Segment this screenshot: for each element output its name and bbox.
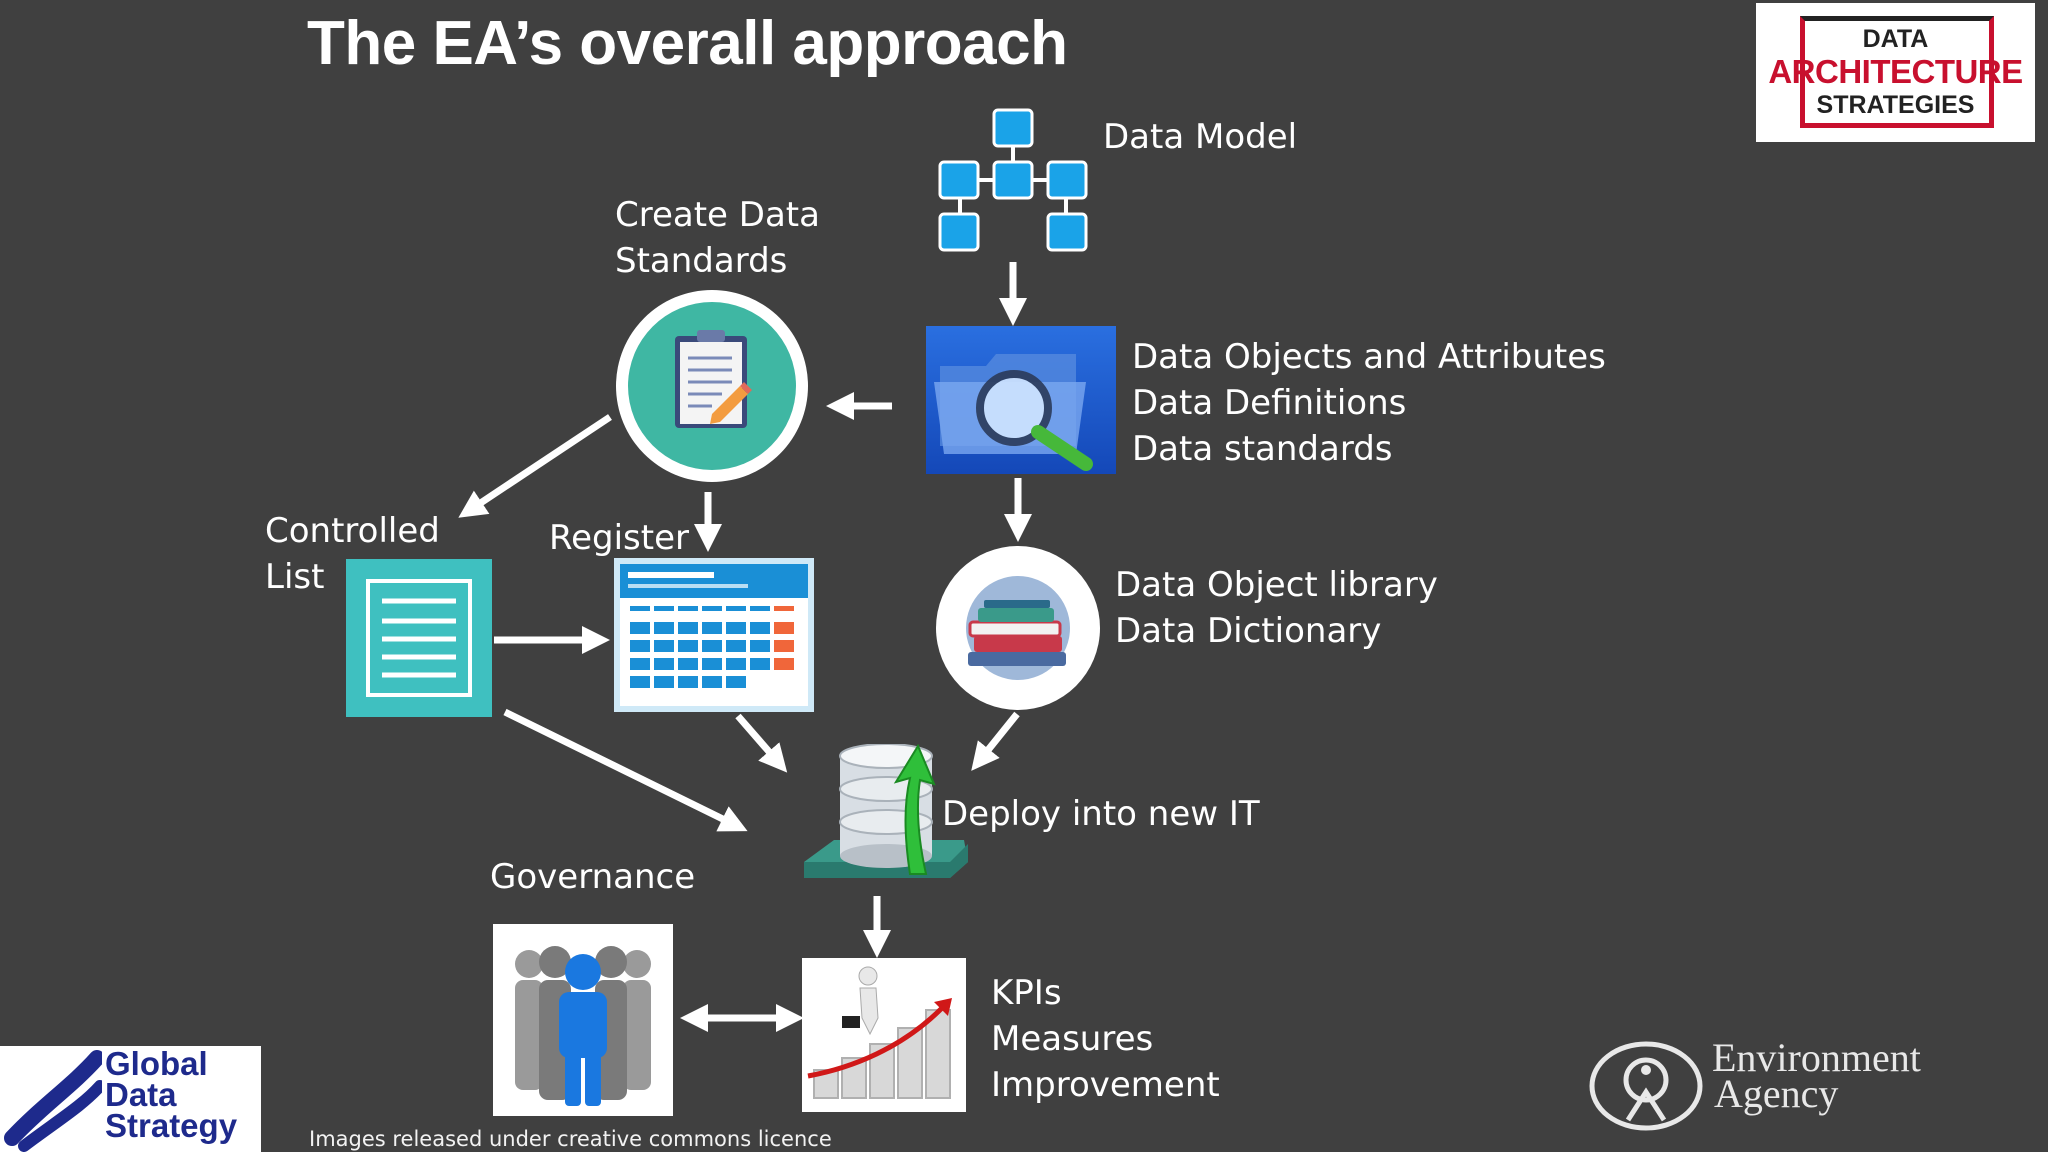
arrow-controlled-list-to-deploy xyxy=(503,708,748,832)
clipboard-icon xyxy=(612,286,812,490)
growth-chart-icon xyxy=(802,958,966,1116)
gds-logo-line-1: Global xyxy=(105,1045,208,1082)
people-group-icon xyxy=(493,924,673,1120)
data-architecture-strategies-logo: DATA ARCHITECTURE STRATEGIES xyxy=(1756,3,2035,142)
register-label: Register xyxy=(549,518,689,558)
das-logo-line-3: STRATEGIES xyxy=(1816,91,1975,119)
data-library-label: Data Object library Data Dictionary xyxy=(1115,565,1438,651)
arrow-library-to-deploy xyxy=(971,711,1020,771)
register-table-icon xyxy=(614,558,814,716)
kpis-label: KPIs Measures Improvement xyxy=(991,973,1220,1105)
list-document-icon xyxy=(346,559,492,721)
ea-logo-line-2: Agency xyxy=(1714,1071,1839,1116)
data-model-label: Data Model xyxy=(1103,117,1298,157)
arrow-standards-to-controlled-list xyxy=(458,414,612,518)
books-icon xyxy=(934,544,1102,716)
folder-magnifier-icon xyxy=(926,326,1116,478)
governance-label: Governance xyxy=(490,857,696,897)
global-data-strategy-logo: Global Data Strategy xyxy=(0,1046,261,1152)
page-title: The EA’s overall approach xyxy=(307,9,1068,78)
data-objects-label: Data Objects and Attributes Data Definit… xyxy=(1132,337,1606,469)
deploy-label: Deploy into new IT xyxy=(942,794,1260,834)
das-logo-line-2: ARCHITECTURE xyxy=(1768,53,2023,90)
controlled-list-label: Controlled List xyxy=(265,511,440,597)
data-model-icon xyxy=(936,108,1090,258)
gds-logo-line-2: Data xyxy=(105,1076,177,1113)
arrow-register-to-deploy xyxy=(735,713,788,773)
create-data-standards-label: Create Data Standards xyxy=(615,195,820,281)
database-deploy-icon xyxy=(800,743,972,888)
ea-logo-line-1: Environment xyxy=(1712,1035,1921,1080)
gds-logo-line-3: Strategy xyxy=(105,1107,238,1144)
environment-agency-logo: Environment Agency xyxy=(1712,1035,1921,1116)
footer-licence-note: Images released under creative commons l… xyxy=(309,1127,832,1151)
environment-agency-emblem-icon xyxy=(1588,1040,1704,1136)
das-logo-line-1: DATA xyxy=(1862,25,1929,53)
